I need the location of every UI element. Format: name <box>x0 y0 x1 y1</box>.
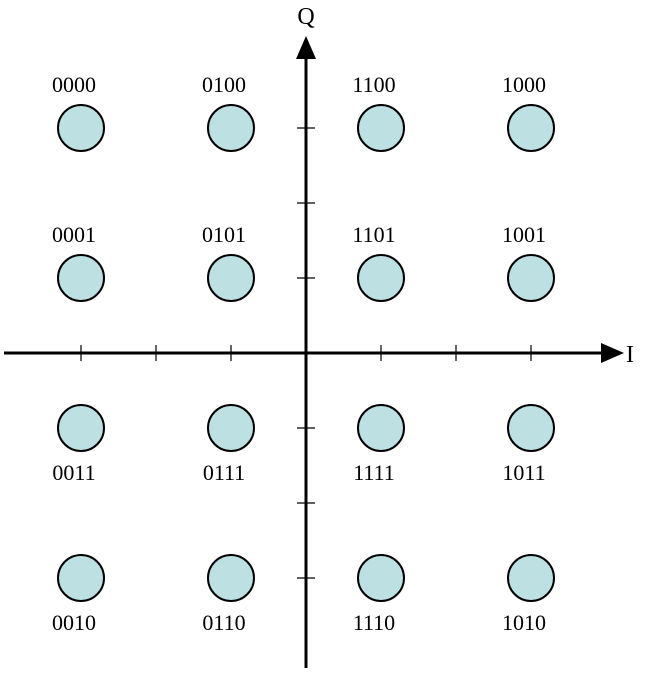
point-label: 1000 <box>502 72 546 97</box>
point-label: 1111 <box>353 460 395 485</box>
point-label: 1110 <box>353 610 395 635</box>
constellation-point <box>507 404 555 452</box>
constellation-point <box>357 254 405 302</box>
constellation-point <box>507 554 555 602</box>
constellation-points: 0000 0100 1100 1000 0001 0101 1101 1001 0011 0111… <box>52 72 555 635</box>
constellation-point <box>57 404 105 452</box>
point-label: 0110 <box>202 610 245 635</box>
constellation-point <box>207 554 255 602</box>
constellation-point <box>357 404 405 452</box>
point-label: 1101 <box>352 222 395 247</box>
constellation-point <box>207 404 255 452</box>
point-label: 1010 <box>502 610 546 635</box>
constellation-point <box>357 554 405 602</box>
point-label: 1011 <box>502 460 545 485</box>
i-axis-arrowhead <box>601 343 624 363</box>
point-label: 0010 <box>52 610 96 635</box>
constellation-point <box>57 554 105 602</box>
constellation-point <box>57 104 105 152</box>
q-axis-label: Q <box>297 4 314 30</box>
point-label: 0100 <box>202 72 246 97</box>
point-label: 1001 <box>502 222 546 247</box>
constellation-point <box>57 254 105 302</box>
point-label: 0011 <box>52 460 95 485</box>
point-label: 0111 <box>203 460 245 485</box>
constellation-point <box>507 104 555 152</box>
point-label: 0000 <box>52 72 96 97</box>
point-label: 0001 <box>52 222 96 247</box>
constellation-point <box>207 104 255 152</box>
point-label: 0101 <box>202 222 246 247</box>
constellation-point <box>207 254 255 302</box>
q-axis-arrowhead <box>296 36 316 59</box>
constellation-point <box>357 104 405 152</box>
point-label: 1100 <box>352 72 395 97</box>
constellation-point <box>507 254 555 302</box>
i-axis-label: I <box>626 342 634 368</box>
